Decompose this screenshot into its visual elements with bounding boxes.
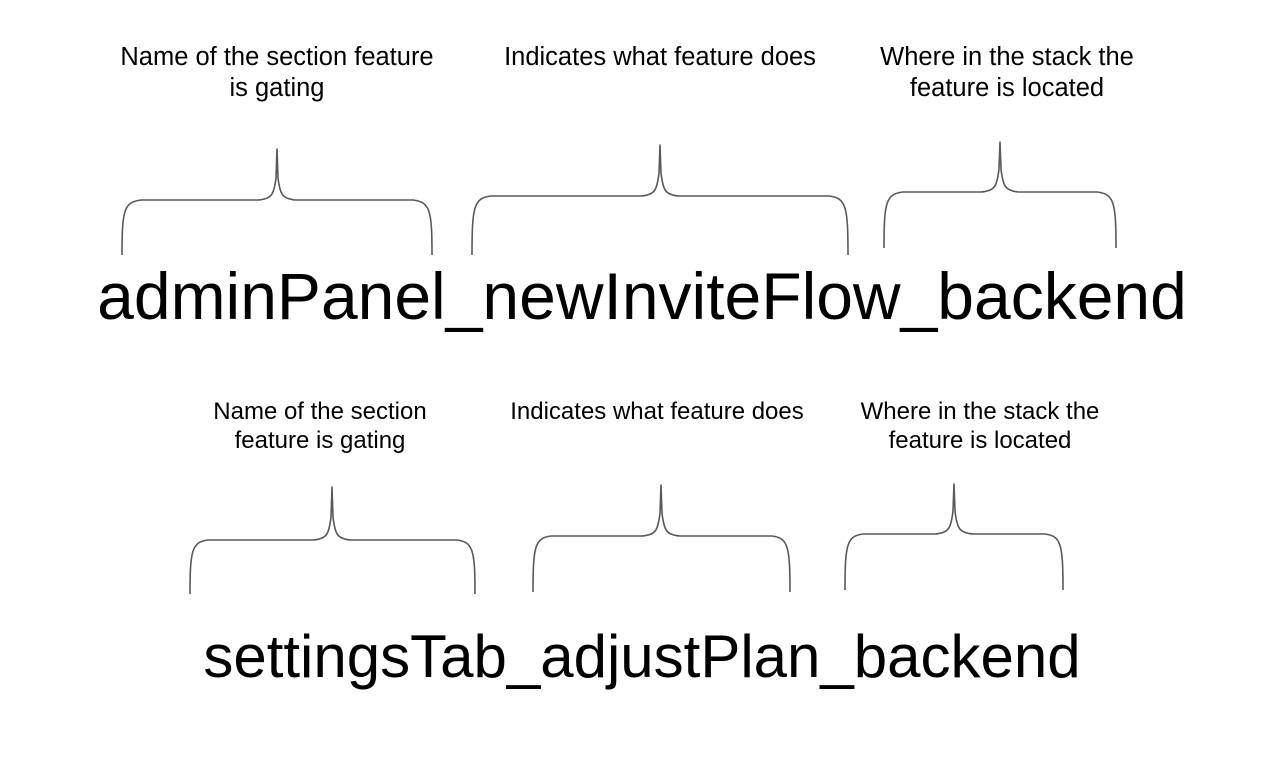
segment-caption-feature-action: Indicates what feature does xyxy=(504,43,816,71)
brace-group-row-2 xyxy=(189,483,1064,595)
flag-example-row-2: Name of the section feature is gating In… xyxy=(0,379,1284,758)
flag-example-row-1: Name of the section feature is gating In… xyxy=(97,43,1187,333)
brace-group-row-1 xyxy=(121,141,1117,256)
curly-brace-stack-location xyxy=(883,141,1117,249)
curly-brace-stack-location xyxy=(844,483,1064,591)
curly-brace-section-name xyxy=(121,148,433,256)
segment-caption-stack-location: Where in the stack the feature is locate… xyxy=(860,398,1100,455)
segment-caption-section-name: Name of the section feature is gating xyxy=(213,398,427,455)
segment-caption-feature-action: Indicates what feature does xyxy=(510,398,804,425)
curly-brace-feature-action xyxy=(471,144,849,256)
segment-caption-section-name: Name of the section feature is gating xyxy=(120,43,434,103)
curly-brace-feature-action xyxy=(532,484,791,593)
feature-flag-name: adminPanel_newInviteFlow_backend xyxy=(97,259,1187,333)
segment-caption-stack-location: Where in the stack the feature is locate… xyxy=(880,43,1134,103)
curly-brace-section-name xyxy=(189,486,476,595)
feature-flag-name: settingsTab_adjustPlan_backend xyxy=(203,623,1081,690)
